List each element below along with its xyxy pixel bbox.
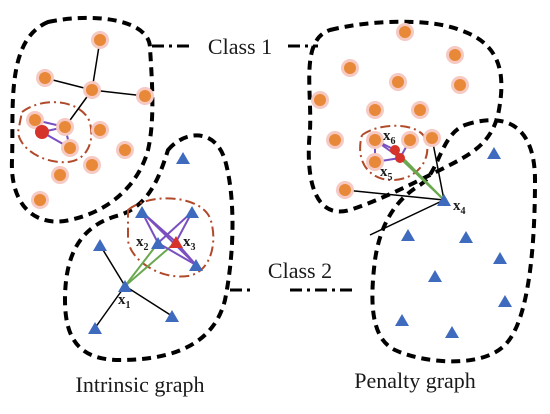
intrinsic-class1-boundary (9, 15, 155, 224)
class2-points (88, 147, 512, 338)
intrinsic-class1-neighborhood (16, 101, 93, 164)
x5-label: x5 (380, 164, 393, 183)
intrinsic-x3-red-point (169, 236, 183, 248)
class1-label: Class 1 (208, 34, 272, 59)
intrinsic-class2-edges (94, 244, 173, 329)
class2-label: Class 2 (268, 258, 332, 283)
penalty-x5-red-point (395, 153, 405, 163)
class1-points (26, 23, 469, 209)
x6-label: x6 (383, 128, 396, 147)
penalty-class1-boundary (306, 19, 504, 214)
penalty-x6-red-point (390, 145, 400, 155)
intrinsic-class1-red-point (35, 125, 49, 139)
x2-label: x2 (136, 234, 149, 253)
x3-label: x3 (183, 234, 196, 253)
penalty-class2-boundary (370, 118, 538, 364)
penalty-graph-label: Penalty graph (354, 368, 476, 393)
intrinsic-x1-x2-green-edge (124, 242, 159, 287)
x4-label: x4 (453, 198, 466, 217)
intrinsic-graph-label: Intrinsic graph (76, 372, 205, 397)
penalty-x4-edges (344, 137, 445, 236)
x1-label: x1 (118, 292, 131, 311)
intrinsic-class2-boundary (62, 133, 235, 363)
penalty-class1-neighborhood (359, 124, 429, 182)
